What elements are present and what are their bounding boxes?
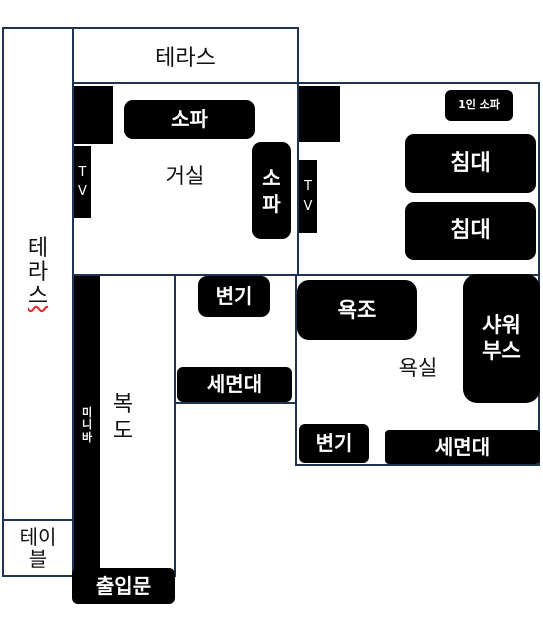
terrace-left-label: 테 라 스 (4, 228, 72, 318)
sofa-horizontal: 소파 (124, 100, 255, 139)
minibar-char: 니 (81, 418, 93, 432)
bedroom-corner-block (299, 86, 340, 142)
tv-right-char: V (303, 198, 313, 214)
hallway-char: 복 (112, 391, 134, 417)
sink-1: 세면대 (177, 367, 292, 402)
single-sofa: 1인 소파 (445, 90, 513, 121)
minibar-char: 미 (81, 405, 93, 419)
tv-left-char: V (78, 184, 87, 199)
minibar: 미 니 바 (74, 276, 100, 575)
entrance-door: 출입문 (72, 568, 175, 604)
terrace-left-char: 테 (27, 235, 49, 261)
tv-right: T V (299, 160, 317, 233)
sink-2: 세면대 (385, 430, 540, 464)
toilet-2: 변기 (299, 424, 369, 463)
toilet-1: 변기 (198, 276, 270, 317)
living-room-label: 거실 (165, 164, 205, 188)
bed-2: 침대 (405, 202, 536, 260)
bathroom-label: 욕실 (398, 356, 438, 380)
tv-right-char: T (304, 179, 312, 194)
terrace-top-label: 테라스 (155, 45, 216, 71)
table-room (2, 519, 74, 577)
living-corner-block (74, 86, 113, 144)
tv-left: T V (74, 146, 91, 218)
sofa-vertical: 소 파 (252, 142, 291, 239)
minibar-char: 바 (81, 430, 93, 444)
shower-booth: 샤워 부스 (463, 274, 540, 403)
terrace-left-char: 라 (27, 259, 49, 285)
terrace-left-char: 스 (27, 284, 49, 310)
hallway-label: 복 도 (100, 388, 146, 448)
table-label: 테이 블 (19, 525, 57, 571)
tv-left-char: T (78, 164, 87, 180)
bed-1: 침대 (405, 134, 536, 193)
bathtub: 욕조 (297, 280, 417, 340)
hallway-char: 도 (112, 419, 134, 444)
terrace-left-room (2, 27, 74, 521)
